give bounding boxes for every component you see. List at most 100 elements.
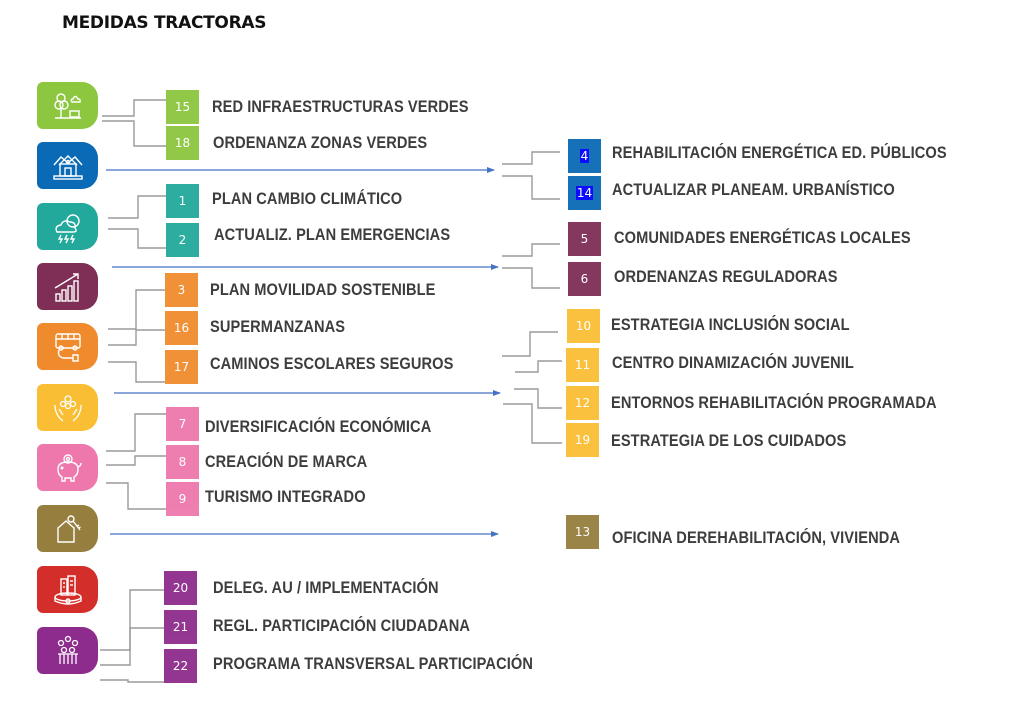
measure-number-box: 18 [166, 126, 199, 160]
people-group-icon [57, 635, 78, 664]
measure-label: ORDENANZAS REGULADORAS [614, 267, 838, 286]
measure-number-box: 15 [166, 90, 199, 124]
page-title: MEDIDAS TRACTORAS [62, 13, 267, 33]
measure-label: PROGRAMA TRANSVERSAL PARTICIPACIÓN [213, 654, 533, 673]
category-tile-energy [37, 263, 98, 310]
connector-line [108, 361, 165, 383]
piggy-bank-icon [56, 453, 82, 482]
category-tile-housing [37, 142, 98, 189]
measure-number-box: 16 [165, 311, 198, 345]
measure-label: OFICINA DEREHABILITACIÓN, VIVIENDA [612, 528, 901, 547]
measure-label: ESTRATEGIA INCLUSIÓN SOCIAL [611, 315, 850, 334]
category-tile-social [37, 384, 98, 431]
connector-line [515, 360, 562, 373]
measure-label: PLAN MOVILIDAD SOSTENIBLE [210, 280, 436, 299]
category-tile-participation [37, 627, 98, 674]
measure-number-box: 1 [166, 184, 199, 218]
measure-label: ESTRATEGIA DE LOS CUIDADOS [611, 431, 847, 450]
category-tile-green-infrastructure [37, 82, 98, 129]
measure-number-box: 13 [566, 515, 599, 549]
bus-charging-icon [54, 332, 81, 362]
measure-number: 1 [178, 194, 187, 208]
measure-number: 6 [580, 272, 589, 286]
connector-line [108, 329, 165, 346]
houses-icon [52, 154, 83, 180]
measure-label: DIVERSIFICACIÓN ECONÓMICA [205, 417, 432, 436]
connector-line [106, 413, 166, 452]
measure-number-box: 11 [566, 348, 599, 382]
measure-number-box: 7 [166, 407, 199, 441]
measure-label: SUPERMANZANAS [210, 317, 346, 336]
measure-number-box: 6 [568, 262, 601, 296]
measure-number: 5 [580, 232, 589, 246]
connector-line [108, 228, 166, 249]
connector-line [502, 151, 560, 165]
measure-number: 16 [173, 321, 190, 335]
measure-label: ORDENANZA ZONAS VERDES [213, 133, 428, 152]
connector-line [102, 99, 166, 117]
measure-number-box: 21 [164, 610, 197, 644]
measure-label: RED INFRAESTRUCTURAS VERDES [212, 97, 469, 116]
connector-line [502, 331, 558, 357]
measure-number-box: 2 [166, 223, 199, 257]
category-tile-climate [37, 203, 98, 250]
measure-label: PLAN CAMBIO CLIMÁTICO [212, 189, 403, 208]
measure-label: CREACIÓN DE MARCA [205, 452, 368, 471]
category-tile-mobility [37, 323, 98, 370]
measure-number: 21 [172, 620, 189, 634]
measure-label: REGL. PARTICIPACIÓN CIUDADANA [213, 616, 470, 635]
connector-line [502, 243, 560, 257]
measure-number: 12 [574, 396, 591, 410]
tree-park-icon [53, 92, 81, 119]
measure-number: 10 [575, 319, 592, 333]
connector-line [102, 120, 166, 147]
connector-line [502, 175, 560, 200]
measure-number-box: 3 [165, 273, 198, 307]
connector-line [502, 267, 560, 289]
measure-number: 9 [178, 492, 187, 506]
measure-label: CENTRO DINAMIZACIÓN JUVENIL [612, 353, 854, 372]
measure-number-box: 19 [566, 423, 599, 457]
connector-line [100, 589, 164, 651]
cloud-storm-icon [54, 213, 80, 243]
measure-number: 2 [178, 233, 187, 247]
measure-number-box: 5 [568, 222, 601, 256]
house-key-icon [56, 514, 81, 543]
measure-number-box: 10 [567, 309, 600, 343]
connector-line [100, 627, 164, 666]
category-tile-economy [37, 444, 98, 491]
city-buildings-icon [53, 574, 82, 605]
measure-number-box: 20 [164, 571, 197, 605]
measure-number-box: 17 [165, 350, 198, 384]
connector-line [503, 403, 562, 444]
measure-number-box: 12 [566, 386, 599, 420]
measure-number: 4 [579, 149, 590, 163]
measure-number-box: 4 [568, 139, 601, 173]
measure-number: 3 [177, 283, 186, 297]
measure-label: TURISMO INTEGRADO [205, 487, 366, 506]
measure-number-box: 8 [166, 445, 199, 479]
growth-chart-icon [54, 272, 79, 302]
measure-number: 18 [174, 136, 191, 150]
connector-line [108, 195, 166, 219]
measure-number: 13 [574, 525, 591, 539]
connector-line [106, 482, 166, 510]
connector-line [100, 679, 164, 683]
measure-number: 14 [575, 186, 594, 200]
measure-number: 8 [178, 455, 187, 469]
measure-number: 19 [574, 433, 591, 447]
measure-number: 15 [174, 100, 191, 114]
measure-number: 7 [178, 417, 187, 431]
measure-label: CAMINOS ESCOLARES SEGUROS [210, 354, 454, 373]
category-tile-governance [37, 566, 98, 613]
measure-number-box: 9 [166, 482, 199, 516]
measure-label: ACTUALIZ. PLAN EMERGENCIAS [214, 225, 451, 244]
measure-number: 22 [172, 659, 189, 673]
measure-label: ENTORNOS REHABILITACIÓN PROGRAMADA [611, 393, 937, 412]
hands-people-icon [53, 394, 82, 422]
measure-number: 17 [173, 360, 190, 374]
connector-line [108, 289, 165, 330]
measure-number: 20 [172, 581, 189, 595]
measure-label: ACTUALIZAR PLANEAM. URBANÍSTICO [612, 180, 895, 199]
